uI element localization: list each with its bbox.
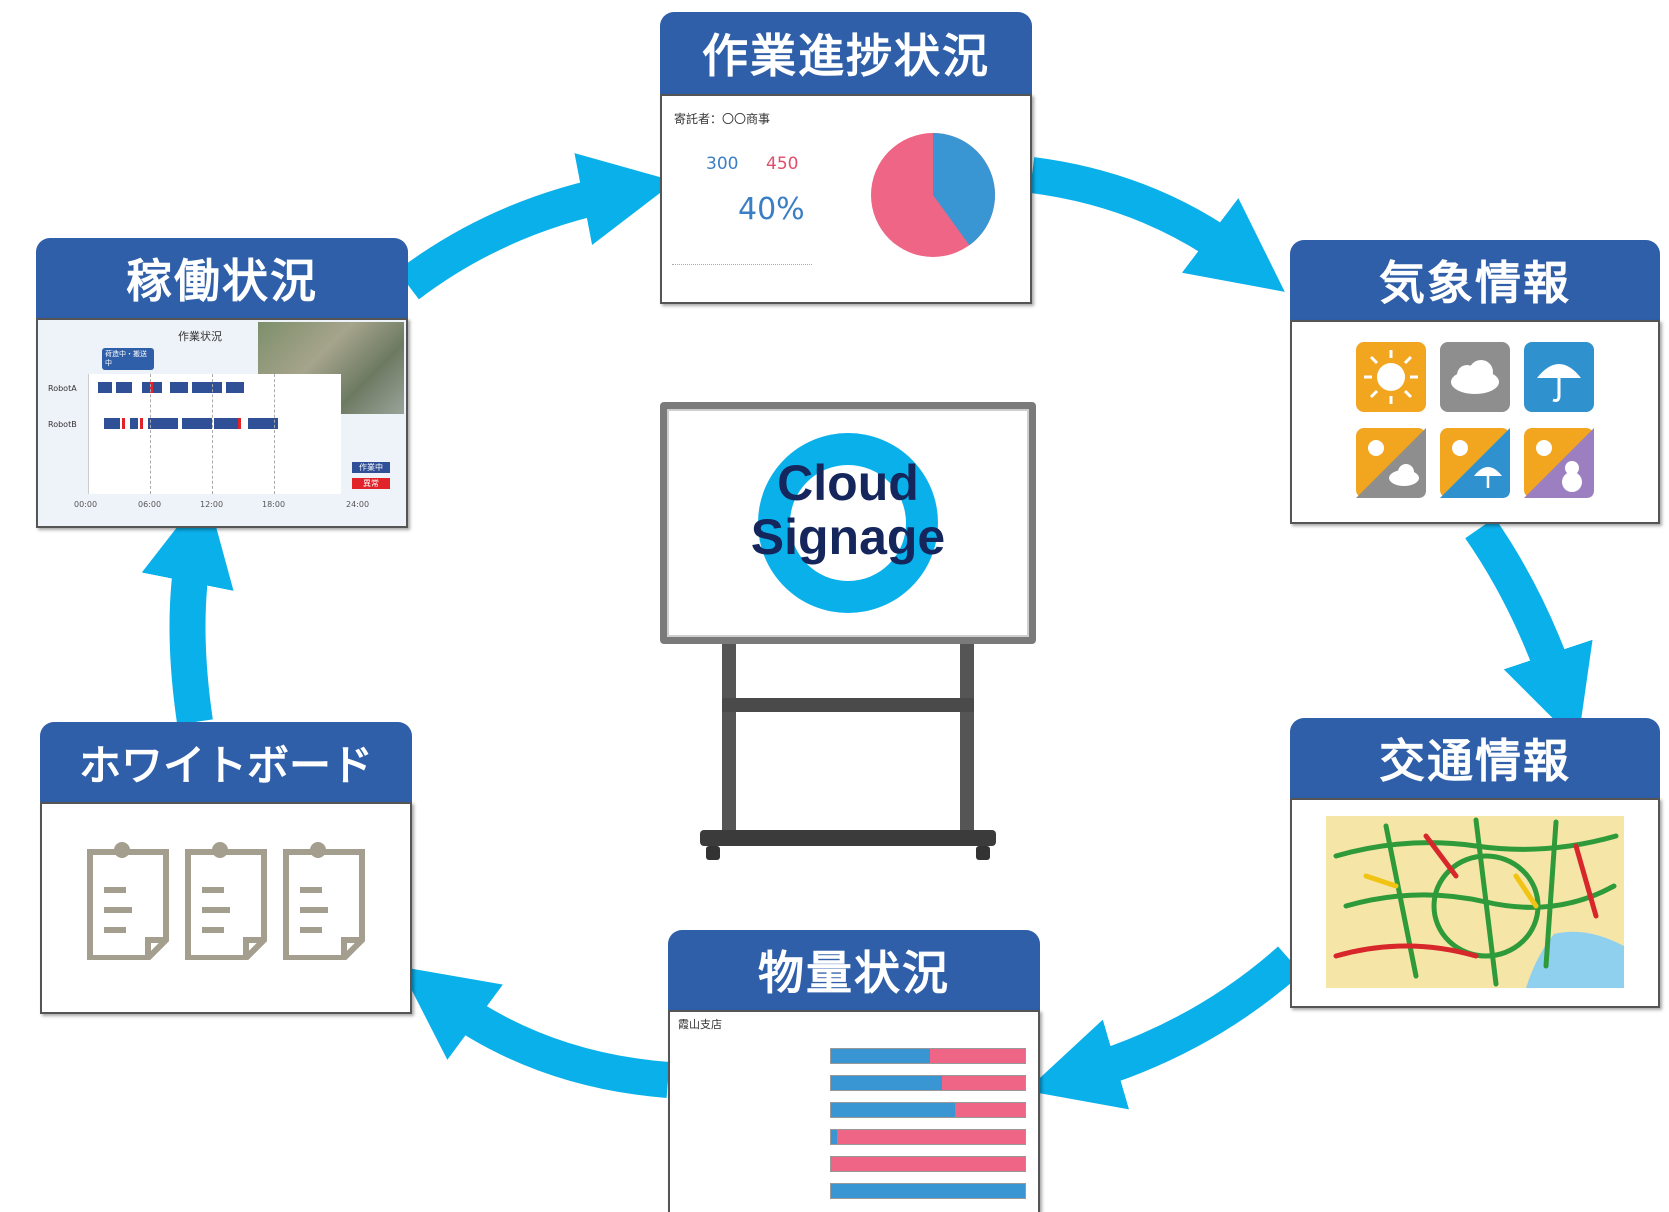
card-operation: 稼働状況 作業状況 荷造中・搬送中 RobotA RobotB 作業中 異常 [36, 238, 408, 528]
card-progress-panel: 寄託者：〇〇商事 300 450 40% [660, 94, 1032, 304]
volume-bar-row [830, 1183, 1026, 1199]
operation-gridline [212, 374, 213, 494]
card-progress-title: 作業進捗状況 [660, 12, 1032, 94]
card-traffic-panel [1290, 798, 1660, 1008]
operation-callout: 荷造中・搬送中 [102, 348, 154, 370]
card-volume-title: 物量状況 [668, 930, 1040, 1010]
robot-b-bar [214, 418, 238, 429]
robot-b-bar [248, 418, 278, 429]
volume-bar-row [830, 1102, 1026, 1118]
arrow-weather-to-traffic [1465, 517, 1593, 744]
robot-b-bar [104, 418, 120, 429]
progress-value-total: 450 [766, 154, 799, 174]
robot-a-bar [116, 382, 132, 393]
arrow-traffic-to-volume [1026, 946, 1302, 1110]
operation-time-2: 12:00 [200, 500, 224, 509]
operation-gridline [274, 374, 275, 494]
card-progress: 作業進捗状況 寄託者：〇〇商事 300 450 40% [660, 12, 1032, 304]
robot-a-bar [170, 382, 188, 393]
card-volume-panel: 霞山支店 [668, 1010, 1040, 1212]
card-weather-title: 気象情報 [1290, 240, 1660, 320]
robot-a-bar [192, 382, 222, 393]
sun-umbrella-icon [1440, 428, 1510, 498]
volume-bar-row [830, 1075, 1026, 1091]
card-traffic: 交通情報 [1290, 718, 1660, 1008]
robot-b-bar [148, 418, 178, 429]
umbrella-icon [1524, 342, 1594, 412]
card-operation-panel: 作業状況 荷造中・搬送中 RobotA RobotB 作業中 異常 00:00 … [36, 318, 408, 528]
volume-bar-fill [831, 1130, 837, 1144]
pie-slice-done [933, 133, 996, 246]
operation-chart-title: 作業状況 [178, 330, 222, 343]
cloud-icon [1440, 342, 1510, 412]
progress-footer-lines [672, 264, 812, 266]
operation-time-0: 00:00 [74, 500, 98, 509]
progress-client: 寄託者：〇〇商事 [674, 112, 771, 126]
card-whiteboard: ホワイトボード [40, 722, 412, 1014]
memo-icon [87, 842, 169, 960]
volume-bar-fill [831, 1184, 1025, 1198]
arrow-progress-to-weather [1029, 157, 1285, 292]
volume-bar-fill [831, 1076, 942, 1090]
card-whiteboard-title: ホワイトボード [40, 722, 412, 802]
volume-bar-fill [831, 1049, 930, 1063]
volume-bar-chart [830, 1048, 1026, 1212]
volume-bar-row [830, 1048, 1026, 1064]
robot-b-fault [122, 418, 125, 429]
robot-a-bar [226, 382, 244, 393]
memo-icon [185, 842, 267, 960]
operation-row-label-b: RobotB [48, 420, 77, 429]
volume-bar-row [830, 1156, 1026, 1172]
signage-label: Cloud Signage [660, 456, 1036, 564]
robot-a-fault [150, 382, 153, 393]
card-weather: 気象情報 [1290, 240, 1660, 524]
card-whiteboard-panel [40, 802, 412, 1014]
operation-legend-fault: 異常 [352, 478, 390, 489]
signage-line-2: Signage [750, 509, 946, 565]
operation-time-4: 24:00 [346, 500, 370, 509]
volume-bar-row [830, 1129, 1026, 1145]
robot-b-fault [140, 418, 143, 429]
cloud-signage-display: Cloud Signage [660, 402, 1036, 872]
arrow-whiteboard-to-operation [141, 489, 234, 725]
robot-a-bar [98, 382, 112, 393]
arrow-operation-to-progress [397, 153, 676, 300]
progress-value-done: 300 [706, 154, 739, 174]
arrow-volume-to-whiteboard [399, 966, 670, 1098]
volume-store-name: 霞山支店 [678, 1018, 722, 1031]
robot-b-bar [182, 418, 212, 429]
operation-row-label-a: RobotA [48, 384, 77, 393]
operation-time-3: 18:00 [262, 500, 286, 509]
progress-pie-chart [871, 133, 996, 257]
card-volume: 物量状況 霞山支店 [668, 930, 1040, 1212]
sun-cloud-icon [1356, 428, 1426, 498]
memo-icon [283, 842, 365, 960]
operation-gridline [150, 374, 151, 494]
sun-icon [1356, 342, 1426, 412]
card-traffic-title: 交通情報 [1290, 718, 1660, 798]
progress-percent: 40% [738, 192, 805, 227]
robot-b-fault [238, 418, 241, 429]
robot-b-bar [130, 418, 138, 429]
signage-line-1: Cloud [777, 455, 919, 511]
volume-bar-fill [831, 1103, 956, 1117]
operation-plot-area [88, 374, 341, 494]
traffic-map [1326, 816, 1624, 988]
sun-snowman-icon [1524, 428, 1594, 498]
operation-legend-working: 作業中 [352, 462, 390, 473]
card-operation-title: 稼働状況 [36, 238, 408, 318]
card-weather-panel [1290, 320, 1660, 524]
operation-time-1: 06:00 [138, 500, 162, 509]
